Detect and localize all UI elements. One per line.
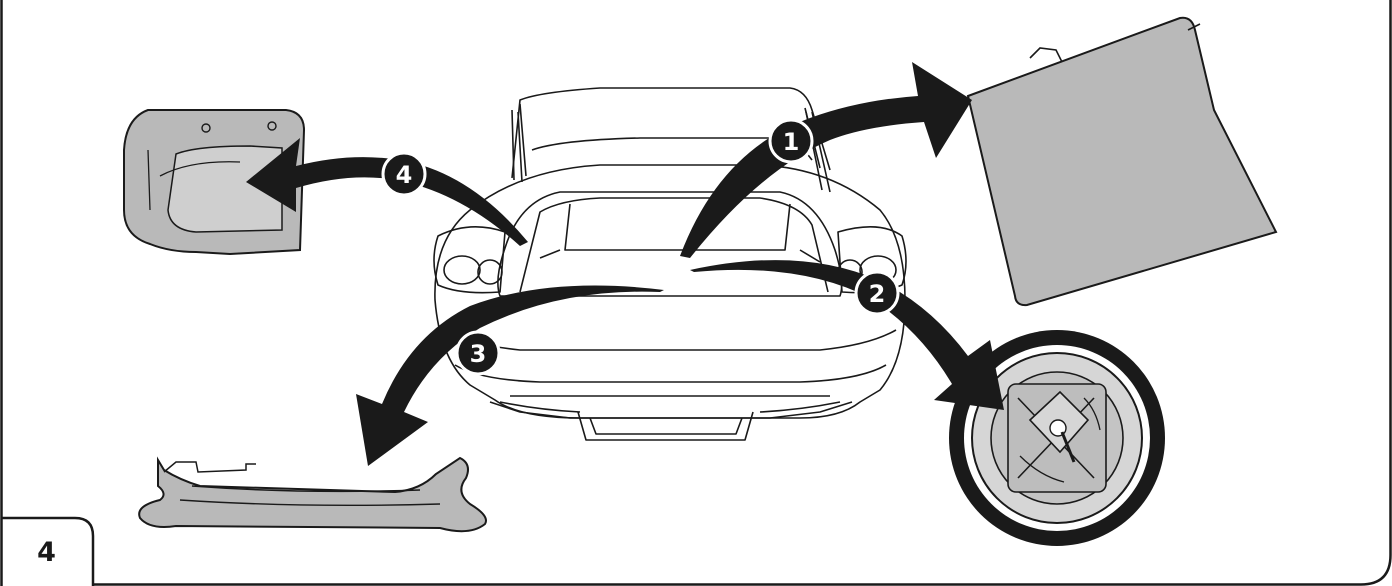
rear-bumper [444,329,897,351]
callout-1-label: 1 [783,128,800,156]
bumper-trim-panel [138,456,487,533]
spare-wheel [949,330,1165,546]
left-tail-light [433,226,506,294]
arrow-4 [246,138,528,246]
callout-badge-2: 2 [854,270,900,316]
side-trim-panel [123,109,306,256]
callout-badge-1: 1 [768,118,814,164]
car-rear-illustration [433,87,907,441]
trunk-lid [511,87,831,179]
rear-diffuser [489,401,853,419]
trunk-opening [497,191,843,297]
callout-2-label: 2 [869,280,886,308]
callout-4-label: 4 [396,161,413,189]
figure-number: 4 [37,536,56,568]
trunk-floor-panel [966,16,1278,307]
callout-badge-4: 4 [381,151,427,197]
license-plate-recess [577,411,754,441]
callout-badge-3: 3 [455,330,501,376]
arrow-2 [690,260,1004,410]
removal-arrows [246,62,1004,466]
callout-3-label: 3 [470,340,487,368]
figure-number-tab-border [1,516,95,586]
arrow-1 [680,62,972,258]
arrow-3 [356,285,664,466]
